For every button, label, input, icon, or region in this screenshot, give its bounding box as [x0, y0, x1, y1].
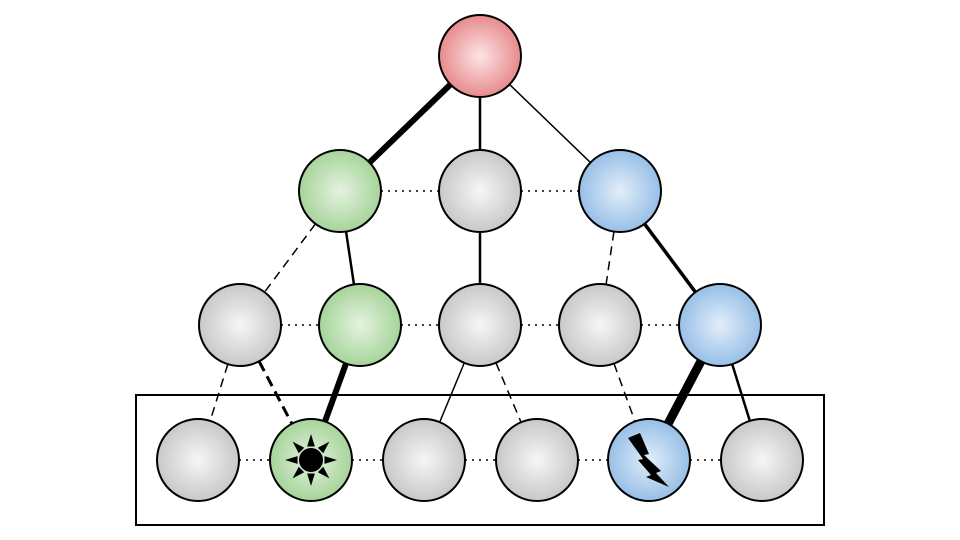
node-l2-4 — [558, 283, 642, 367]
lightning-icon — [628, 433, 669, 487]
node-l2-2 — [318, 283, 402, 367]
node-circle — [438, 283, 522, 367]
node-circle — [198, 283, 282, 367]
node-circle — [382, 418, 466, 502]
tree-edge — [664, 359, 705, 426]
node-circle — [678, 283, 762, 367]
tree-edge — [613, 363, 636, 422]
node-l1-right — [578, 149, 662, 233]
tree-edge — [367, 82, 453, 165]
tree-edges — [209, 82, 752, 426]
tree-edge — [344, 231, 356, 285]
node-l2-1 — [198, 283, 282, 367]
tree-edge — [643, 222, 697, 294]
sun-icon — [285, 434, 337, 486]
node-circle — [438, 14, 522, 98]
node-circle — [438, 149, 522, 233]
bottom-row-frame — [135, 394, 825, 526]
node-l3-6 — [720, 418, 804, 502]
node-circle — [298, 149, 382, 233]
tree-edge — [257, 360, 294, 425]
tree-edge — [495, 362, 522, 423]
node-l2-3 — [438, 283, 522, 367]
tree-edge — [263, 223, 317, 293]
node-l2-5 — [678, 283, 762, 367]
tree-edge — [209, 363, 229, 422]
node-l3-2 — [269, 418, 353, 502]
sibling-links — [239, 190, 721, 461]
node-l3-1 — [156, 418, 240, 502]
node-l1-left — [298, 149, 382, 233]
node-circle — [558, 283, 642, 367]
node-l1-mid — [438, 149, 522, 233]
tree-edge — [439, 362, 465, 423]
node-circle — [578, 149, 662, 233]
node-circle — [720, 418, 804, 502]
tree-edge — [605, 231, 615, 285]
node-circle — [318, 283, 402, 367]
node-circle — [156, 418, 240, 502]
tree-edge — [322, 362, 349, 423]
node-root — [438, 14, 522, 98]
node-l3-4 — [495, 418, 579, 502]
tree-nodes — [156, 14, 804, 502]
node-l3-3 — [382, 418, 466, 502]
node-circle — [495, 418, 579, 502]
tree-edge — [508, 83, 592, 164]
tree-edge — [730, 363, 752, 422]
node-l3-5 — [607, 418, 691, 502]
